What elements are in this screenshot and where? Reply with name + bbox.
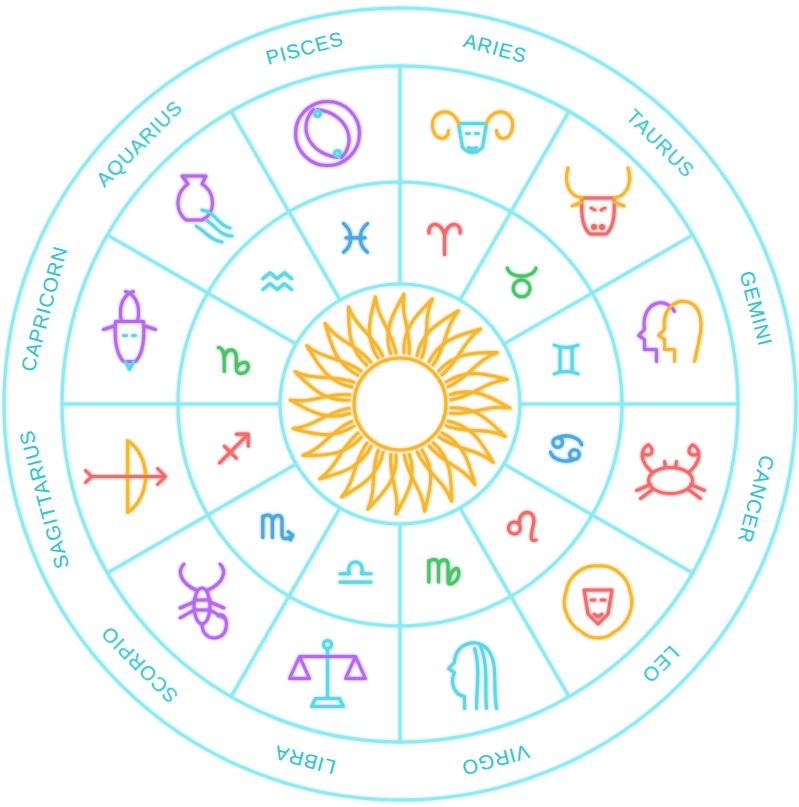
sun-illustration [290, 294, 510, 514]
sign-name: SCORPIO [97, 621, 183, 707]
sign-name: CAPRICORN [17, 243, 73, 374]
sign-name: AQUARIUS [92, 96, 188, 192]
sign-name: LIBRA [271, 740, 338, 778]
sign-name: TAURUS [621, 105, 699, 183]
sign-name: VIRGO [459, 739, 532, 779]
sign-name: LEO [637, 641, 684, 688]
sign-name: ARIES [461, 29, 530, 68]
sign-name: GEMINI [734, 269, 776, 349]
wheel-rings [4, 8, 796, 800]
sign-name: PISCES [263, 27, 346, 70]
zodiac-glyphs [218, 224, 581, 584]
sign-name: CANCER [733, 453, 779, 546]
zodiac-pictures [86, 102, 705, 709]
